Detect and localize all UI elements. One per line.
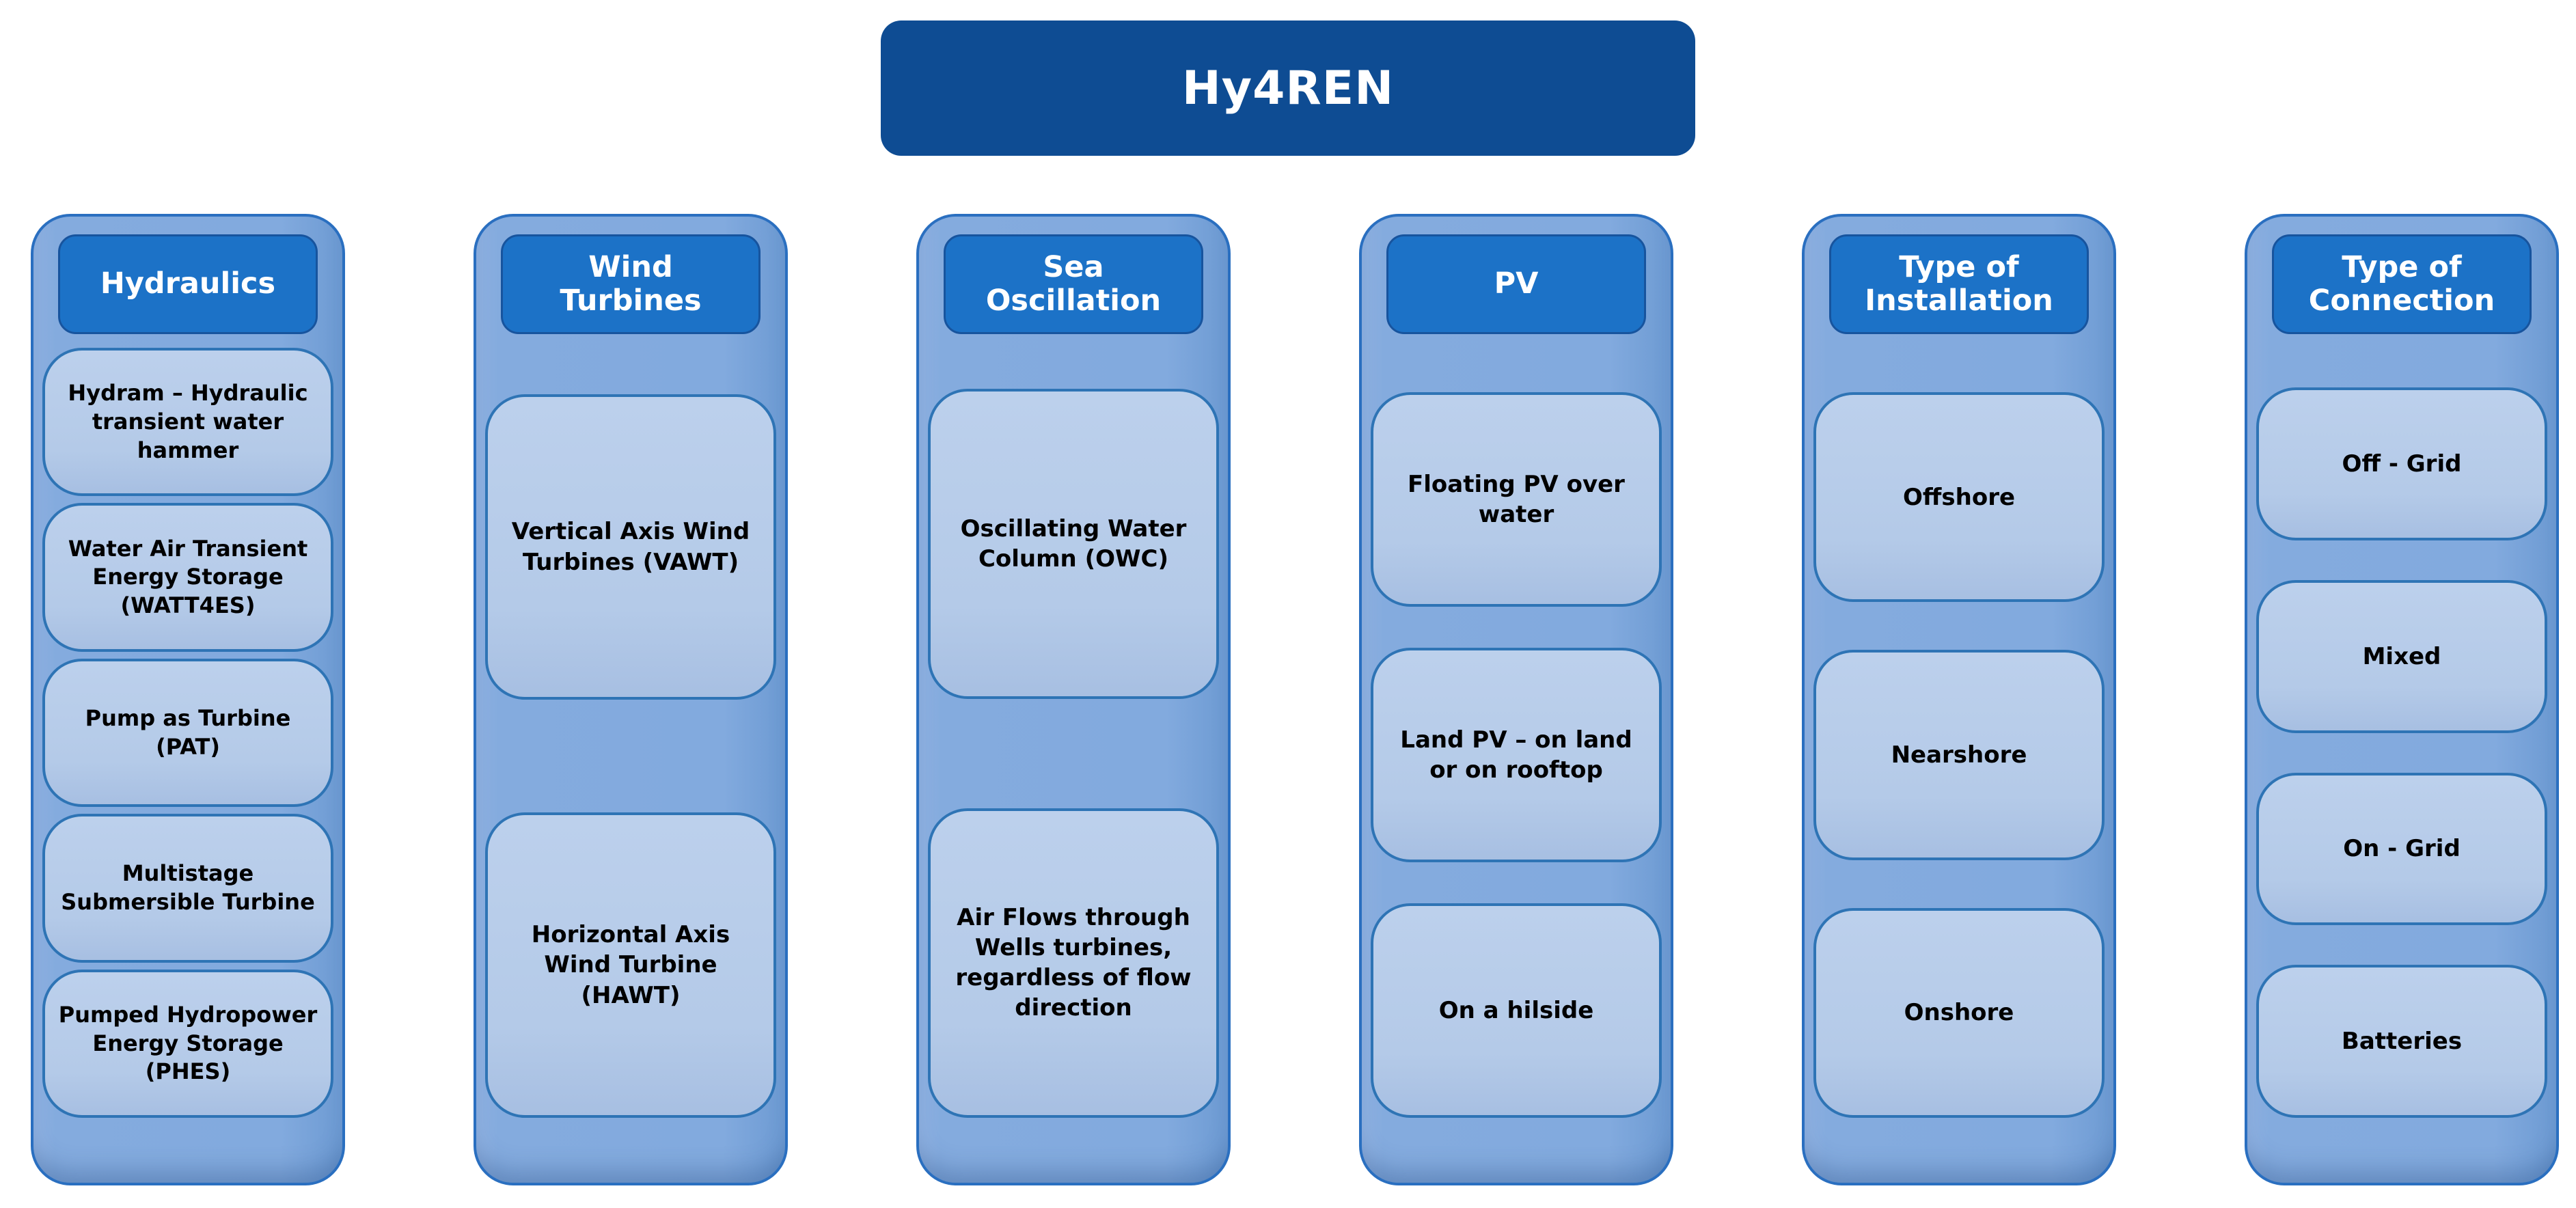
column-type-of-installation: Type of Installation Offshore Nearshore … [1802,214,2116,1185]
column-pv: PV Floating PV over water Land PV – on l… [1359,214,1673,1185]
column-type-of-connection: Type of Connection Off - Grid Mixed On -… [2245,214,2559,1185]
item-card: On a hilside [1371,903,1662,1118]
column-items: Oscillating Water Column (OWC) Air Flows… [919,334,1228,1183]
item-card: Batteries [2256,965,2547,1118]
column-items: Floating PV over water Land PV – on land… [1362,334,1671,1183]
column-header-pv: PV [1386,234,1646,334]
column-header-type-of-connection: Type of Connection [2272,234,2532,334]
column-wind-turbines: Wind Turbines Vertical Axis Wind Turbine… [474,214,788,1185]
column-header-wind-turbines: Wind Turbines [501,234,761,334]
column-items: Off - Grid Mixed On - Grid Batteries [2247,334,2556,1183]
column-header-sea-oscillation: Sea Oscillation [944,234,1203,334]
column-header-hydraulics: Hydraulics [58,234,318,334]
item-card: Floating PV over water [1371,392,1662,607]
column-items: Offshore Nearshore Onshore [1805,334,2113,1183]
item-card: Air Flows through Wells turbines, regard… [928,808,1219,1118]
item-card: Vertical Axis Wind Turbines (VAWT) [485,394,776,700]
column-hydraulics: Hydraulics Hydram – Hydraulic transient … [31,214,345,1185]
item-card: Water Air Transient Energy Storage (WATT… [42,503,333,652]
item-card: Pumped Hydropower Energy Storage (PHES) [42,969,333,1118]
item-card: On - Grid [2256,772,2547,926]
column-items: Hydram – Hydraulic transient water hamme… [33,334,342,1183]
column-sea-oscillation: Sea Oscillation Oscillating Water Column… [916,214,1231,1185]
diagram-title: Hy4REN [881,20,1695,156]
item-card: Offshore [1813,392,2105,603]
item-card: Off - Grid [2256,387,2547,540]
item-card: Horizontal Axis Wind Turbine (HAWT) [485,812,776,1118]
item-card: Mixed [2256,579,2547,733]
item-card: Nearshore [1813,650,2105,860]
item-card: Onshore [1813,907,2105,1118]
item-card: Multistage Submersible Turbine [42,814,333,963]
item-card: Land PV – on land or on rooftop [1371,648,1662,862]
item-card: Oscillating Water Column (OWC) [928,389,1219,699]
item-card: Hydram – Hydraulic transient water hamme… [42,348,333,497]
category-columns: Hydraulics Hydram – Hydraulic transient … [31,214,2559,1185]
item-card: Pump as Turbine (PAT) [42,658,333,808]
column-header-type-of-installation: Type of Installation [1829,234,2089,334]
column-items: Vertical Axis Wind Turbines (VAWT) Horiz… [476,334,785,1183]
